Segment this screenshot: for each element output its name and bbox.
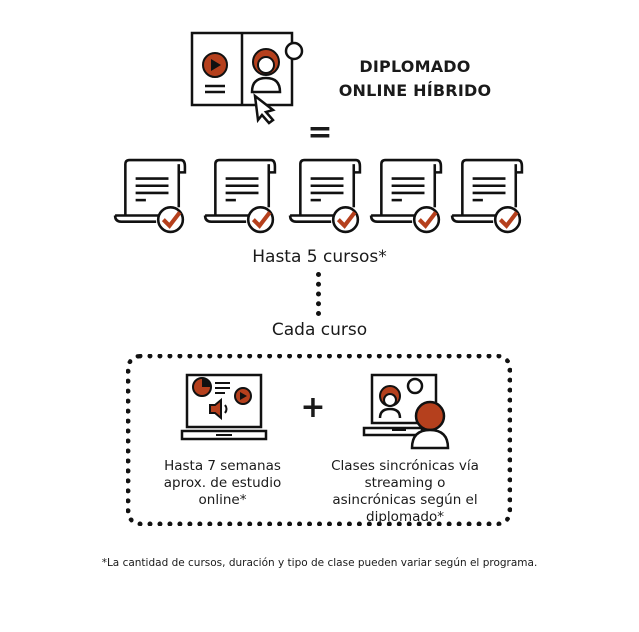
equals-sign: = [307,115,333,150]
footnote: *La cantidad de cursos, duración y tipo … [101,557,538,569]
courses-count-label: Hasta 5 cursos* [252,247,387,267]
course-document-icon [450,158,524,234]
course-document-icon [369,158,443,234]
title-line-1: DIPLOMADO [359,57,471,76]
page-title: DIPLOMADO ONLINE HÍBRIDO [330,55,500,103]
course-document-icon [113,158,187,234]
each-course-label: Cada curso [271,320,368,340]
hybrid-diploma-icon [190,31,304,125]
laptop-video-class-icon [362,373,450,450]
online-study-caption: Hasta 7 semanas aprox. de estudio online… [163,458,282,508]
plus-sign: + [300,390,326,425]
laptop-online-study-icon [180,373,268,441]
video-class-caption: Clases sincrónicas vía streaming o asinc… [331,458,479,525]
course-components-box [126,354,512,526]
title-line-2: ONLINE HÍBRIDO [338,81,492,100]
course-document-icon [288,158,362,234]
dotted-connector [316,272,321,316]
course-document-icon [203,158,277,234]
